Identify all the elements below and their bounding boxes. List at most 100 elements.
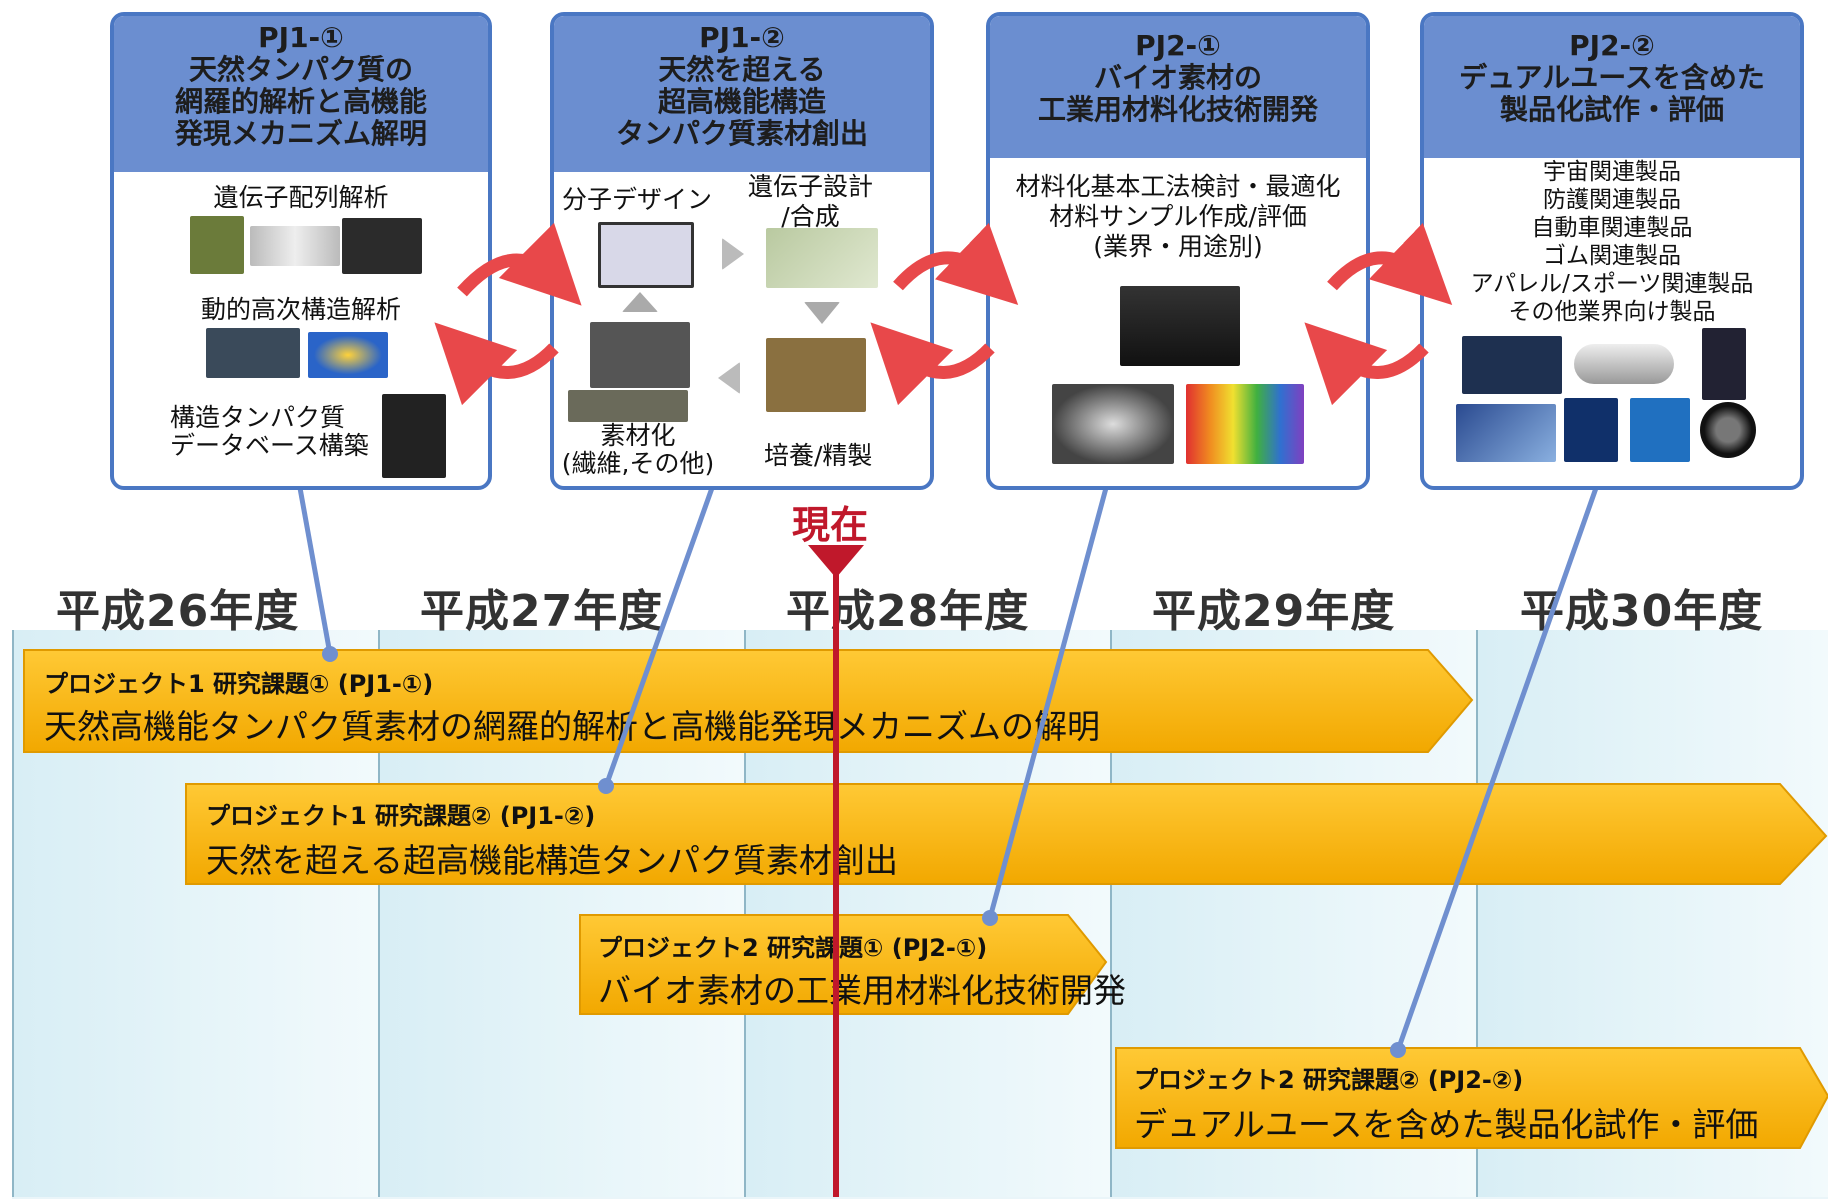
card-item: その他業界向け製品 bbox=[1508, 299, 1716, 325]
card-header: PJ1-① 天然タンパク質の 網羅的解析と高機能 発現メカニズム解明 bbox=[114, 16, 488, 172]
year-label: 平成29年度 bbox=[1152, 586, 1396, 637]
card-item: 分子デザイン bbox=[562, 185, 713, 214]
cycle-arrow-icon bbox=[1304, 222, 1453, 406]
card-header-line: 超高機能構造 bbox=[657, 85, 826, 118]
connector-pj2-1 bbox=[987, 487, 1109, 919]
year-label: 平成28年度 bbox=[786, 586, 1030, 637]
arrow-down-icon bbox=[804, 302, 840, 324]
spider-photo bbox=[190, 216, 244, 274]
card-item: 宇宙関連製品 bbox=[1543, 159, 1681, 185]
card-item-group: 遺伝子設計 /合成 bbox=[748, 172, 873, 232]
bar-title: プロジェクト2 研究課題② (PJ2-②) bbox=[1134, 1066, 1524, 1094]
bar-title: プロジェクト1 研究課題① (PJ1-①) bbox=[44, 670, 434, 698]
card-item: 培養/精製 bbox=[764, 441, 873, 470]
card-item: ゴム関連製品 bbox=[1543, 243, 1681, 269]
arrow-left-icon bbox=[718, 362, 740, 394]
card-header-line: 製品化試作・評価 bbox=[1499, 93, 1724, 126]
card-header-line: デュアルユースを含めた bbox=[1459, 61, 1765, 94]
colored-fabric-image bbox=[1186, 384, 1304, 464]
card-item: 材料サンプル作成/評価 bbox=[1049, 202, 1307, 231]
card-item: (業界・用途別) bbox=[1093, 232, 1263, 261]
connector-dot bbox=[322, 646, 338, 662]
connector-dot bbox=[982, 910, 998, 926]
card-item: 遺伝子設計 bbox=[748, 172, 874, 201]
year-label: 平成26年度 bbox=[56, 586, 300, 637]
culture-image bbox=[766, 338, 866, 412]
card-header-line: PJ1-② bbox=[699, 21, 785, 54]
card-item: 防護関連製品 bbox=[1543, 187, 1681, 213]
card-header: PJ2-① バイオ素材の 工業用材料化技術開発 bbox=[990, 16, 1366, 158]
card-pj2-2: PJ2-② デュアルユースを含めた 製品化試作・評価 宇宙関連製品 防護関連製品… bbox=[1420, 12, 1804, 490]
card-header-line: 工業用材料化技術開発 bbox=[1037, 93, 1318, 126]
card-header-line: 天然を超える bbox=[658, 53, 826, 86]
car-image bbox=[1456, 404, 1556, 462]
card-item: 動的高次構造解析 bbox=[200, 295, 401, 324]
arrow-right-icon bbox=[722, 238, 744, 270]
fiber-image bbox=[568, 390, 688, 422]
now-label: 現在 bbox=[792, 503, 869, 547]
card-header: PJ1-② 天然を超える 超高機能構造 タンパク質素材創出 bbox=[554, 16, 930, 172]
fabric-roll-image bbox=[1120, 286, 1240, 366]
structure-image bbox=[206, 328, 300, 378]
card-item: (繊維,その他) bbox=[561, 449, 715, 478]
connector-pj1-2 bbox=[603, 487, 715, 787]
card-header-line: PJ2-① bbox=[1135, 29, 1221, 62]
bar-title: プロジェクト1 研究課題② (PJ1-②) bbox=[206, 802, 596, 830]
connector-dot bbox=[598, 778, 614, 794]
cycle-arrow-icon bbox=[870, 222, 1019, 406]
card-header-line: バイオ素材の bbox=[1093, 61, 1262, 94]
sequencer-image bbox=[342, 218, 422, 274]
card-item-group: 構造タンパク質 データベース構築 bbox=[170, 404, 369, 460]
bar-pj1-1-shape bbox=[23, 649, 1474, 753]
satellite-image bbox=[1462, 336, 1562, 394]
card-item: 材料化基本工法検討・最適化 bbox=[1015, 172, 1341, 201]
card-item: データベース構築 bbox=[170, 431, 369, 460]
server-image bbox=[382, 394, 446, 478]
heatmap-image bbox=[308, 332, 388, 378]
gene-image bbox=[766, 228, 878, 288]
card-body: 材料化基本工法検討・最適化 材料サンプル作成/評価 (業界・用途別) bbox=[990, 158, 1366, 474]
bar-title: プロジェクト2 研究課題① (PJ2-①) bbox=[598, 934, 988, 962]
card-header-line: PJ2-② bbox=[1569, 29, 1655, 62]
card-item: 構造タンパク質 bbox=[170, 403, 346, 432]
bar-pj1-2-shape bbox=[185, 783, 1828, 885]
card-pj1-1: PJ1-① 天然タンパク質の 網羅的解析と高機能 発現メカニズム解明 遺伝子配列… bbox=[110, 12, 492, 490]
connector-dot bbox=[1390, 1042, 1406, 1058]
cycle-arrow-icon bbox=[434, 222, 582, 406]
now-marker bbox=[808, 545, 864, 578]
card-header-line: PJ1-① bbox=[258, 21, 344, 54]
arrow-up-icon bbox=[622, 292, 658, 312]
bar-desc: バイオ素材の工業用材料化技術開発 bbox=[598, 971, 1126, 1010]
monitor-image bbox=[598, 222, 694, 288]
card-header-line: 網羅的解析と高機能 bbox=[174, 85, 427, 118]
card-item: 素材化 bbox=[600, 421, 676, 450]
turbine-image bbox=[1052, 384, 1174, 464]
card-item-group: 材料化基本工法検討・最適化 材料サンプル作成/評価 (業界・用途別) bbox=[990, 172, 1366, 262]
year-label: 平成27年度 bbox=[420, 586, 664, 637]
card-item: /合成 bbox=[781, 202, 840, 231]
card-body: 宇宙関連製品 防護関連製品 自動車関連製品 ゴム関連製品 アパレル/スポーツ関連… bbox=[1424, 158, 1800, 474]
card-header-line: タンパク質素材創出 bbox=[615, 117, 868, 150]
material-image bbox=[590, 322, 690, 388]
vest-image bbox=[1702, 328, 1746, 400]
suit-image bbox=[1564, 398, 1618, 462]
bar-desc: デュアルユースを含めた製品化試作・評価 bbox=[1134, 1105, 1759, 1144]
card-header-line: 天然タンパク質の bbox=[188, 53, 413, 86]
card-item: 自動車関連製品 bbox=[1531, 215, 1693, 241]
connector-pj2-2 bbox=[1395, 487, 1599, 1051]
card-pj1-2: PJ1-② 天然を超える 超高機能構造 タンパク質素材創出 分子デザイン 遺伝子… bbox=[550, 12, 934, 490]
card-header-line: 発現メカニズム解明 bbox=[174, 117, 427, 150]
card-item: 遺伝子配列解析 bbox=[213, 183, 389, 212]
capsule-image bbox=[1574, 344, 1674, 384]
bar-pj2-2-shape bbox=[1115, 1047, 1828, 1149]
bar-desc: 天然高機能タンパク質素材の網羅的解析と高機能発現メカニズムの解明 bbox=[44, 707, 1100, 746]
card-body: 遺伝子配列解析 動的高次構造解析 構造タンパク質 データベース構築 bbox=[114, 172, 488, 486]
card-body: 分子デザイン 遺伝子設計 /合成 素材化 (繊維,その他) 培養/精製 bbox=[554, 172, 930, 486]
bar-desc: 天然を超える超高機能構造タンパク質素材創出 bbox=[206, 841, 899, 880]
athlete-image bbox=[1630, 398, 1690, 462]
tire-image bbox=[1700, 402, 1756, 458]
card-item-group: 素材化 (繊維,その他) bbox=[558, 422, 718, 478]
